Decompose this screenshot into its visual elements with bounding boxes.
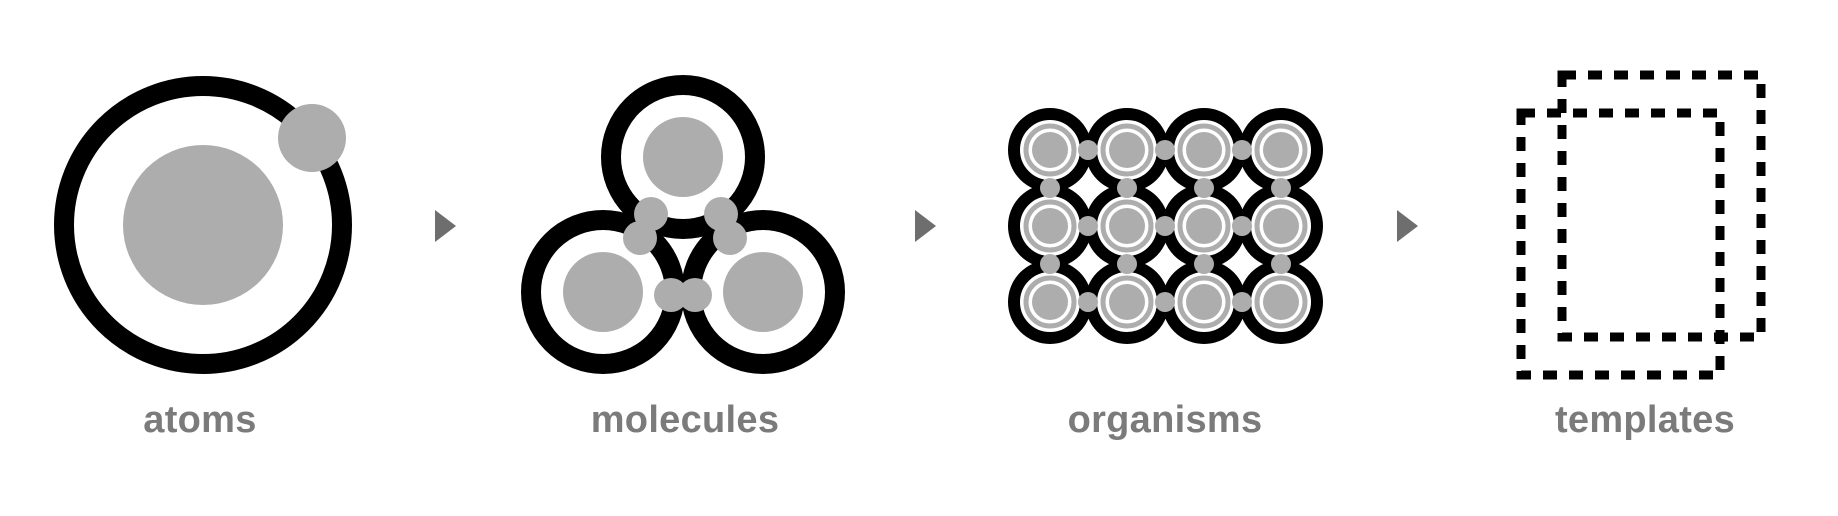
atom-icon (54, 76, 352, 374)
arrow-right-icon (915, 210, 936, 242)
molecule-icon (521, 75, 845, 374)
stage-label-molecules: molecules (590, 399, 780, 441)
stage-label-atoms: atoms (143, 399, 257, 441)
arrow-right-icon (1397, 210, 1418, 242)
stage-label-organisms: organisms (1067, 399, 1263, 441)
organism-icon (1008, 108, 1323, 344)
template-icon (1516, 70, 1766, 380)
stage-label-templates: templates (1554, 399, 1736, 441)
arrow-right-icon (435, 210, 456, 242)
